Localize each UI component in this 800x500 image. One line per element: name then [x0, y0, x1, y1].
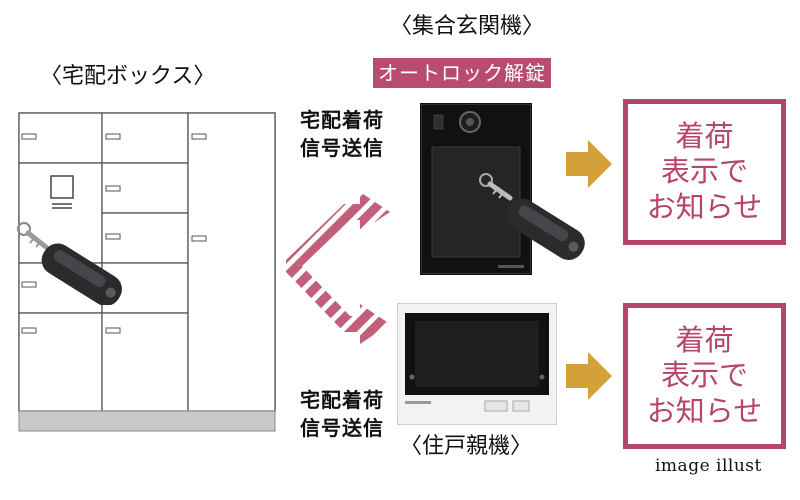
arrival-notice-box: 着荷 表示で お知らせ [623, 303, 786, 449]
locker-title: 〈宅配ボックス〉 [40, 64, 216, 89]
key-fob-icon [479, 173, 585, 260]
image-caption: image illust [655, 456, 762, 476]
notice-text: 着荷 [675, 118, 734, 153]
signal-label-bottom: 宅配着荷 信号送信 [300, 386, 384, 442]
signal-text: 宅配着荷 [300, 388, 384, 412]
signal-label-top: 宅配着荷 信号送信 [300, 106, 384, 162]
notice-text: お知らせ [646, 393, 763, 428]
notice-text: お知らせ [646, 189, 763, 224]
signal-text: 信号送信 [300, 136, 384, 160]
gold-arrow-icon [566, 352, 612, 400]
room-monitor-device [397, 303, 557, 425]
lower-branch-arrow [286, 260, 390, 344]
gold-arrow-icon [566, 140, 612, 188]
arrival-notice-box: 着荷 表示で お知らせ [623, 99, 786, 245]
signal-text: 宅配着荷 [300, 108, 384, 132]
notice-text: 着荷 [675, 322, 734, 357]
upper-branch-arrow [286, 192, 390, 266]
notice-text: 表示で [660, 154, 748, 189]
signal-text: 信号送信 [300, 416, 384, 440]
entrance-panel-title: 〈集合玄関機〉 [390, 14, 545, 39]
signal-branch-arrows [286, 192, 390, 344]
delivery-locker-illustration [18, 112, 276, 432]
entrance-panel-device [420, 103, 532, 275]
key-fob-icon [17, 222, 122, 305]
notice-text: 表示で [660, 358, 748, 393]
room-monitor-title: 〈住戸親機〉 [400, 434, 533, 459]
auto-lock-badge: オートロック解錠 [373, 58, 551, 88]
